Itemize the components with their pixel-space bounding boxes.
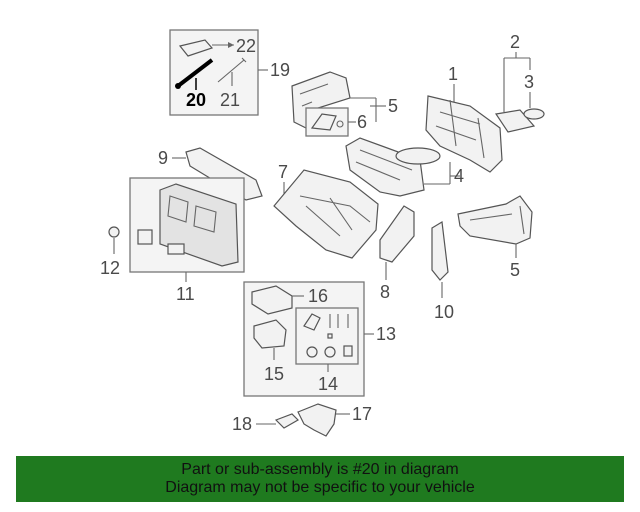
callout-17: 17: [352, 404, 372, 424]
info-banner: Part or sub-assembly is #20 in diagram D…: [16, 456, 624, 502]
part-4-seal: [395, 147, 441, 165]
callout-6: 6: [357, 112, 367, 132]
callout-5-lower: 5: [510, 260, 520, 280]
group-box-19: [169, 29, 259, 116]
part-1-panel: [425, 95, 503, 173]
callout-13: 13: [376, 324, 396, 344]
callout-21: 21: [220, 90, 240, 110]
callout-12: 12: [100, 258, 120, 278]
part-20-rod: [176, 58, 214, 88]
part-12-clip: [108, 226, 120, 238]
callout-22: 22: [236, 36, 256, 56]
part-3-ring: [523, 108, 545, 120]
callout-11: 11: [176, 284, 195, 304]
callout-1: 1: [448, 64, 458, 84]
callout-5-upper: 5: [388, 96, 398, 116]
part-18-clip: [274, 413, 299, 429]
part-22-cover: [178, 39, 214, 57]
callout-8: 8: [380, 282, 390, 302]
banner-line-1: Part or sub-assembly is #20 in diagram: [181, 461, 459, 478]
part-10-pillar: [431, 221, 449, 281]
part-15-box: [253, 319, 287, 349]
part-16-tray: [251, 285, 293, 315]
part-21-wire: [217, 57, 247, 83]
callout-20: 20: [186, 90, 206, 110]
parts-diagram: 22 20 21 19 6 5 2 3 1 4 9 11 12 7: [100, 29, 545, 437]
part-14-tools: [303, 313, 321, 331]
part-17-bracket: [297, 403, 337, 437]
callout-16: 16: [308, 286, 328, 306]
callout-3: 3: [524, 72, 534, 92]
part-7-floor: [273, 169, 379, 259]
part-8-bracket: [379, 205, 415, 263]
callout-10: 10: [434, 302, 454, 322]
part-5-lower-trim: [457, 195, 533, 245]
callout-9: 9: [158, 148, 168, 168]
callout-4: 4: [454, 166, 464, 186]
callout-14: 14: [318, 374, 338, 394]
callout-15: 15: [264, 364, 284, 384]
callout-18: 18: [232, 414, 252, 434]
callout-19: 19: [270, 60, 290, 80]
callout-7: 7: [278, 162, 288, 182]
banner-line-2: Diagram may not be specific to your vehi…: [165, 479, 475, 496]
part-6-bracket: [310, 113, 337, 131]
callout-2: 2: [510, 32, 520, 52]
